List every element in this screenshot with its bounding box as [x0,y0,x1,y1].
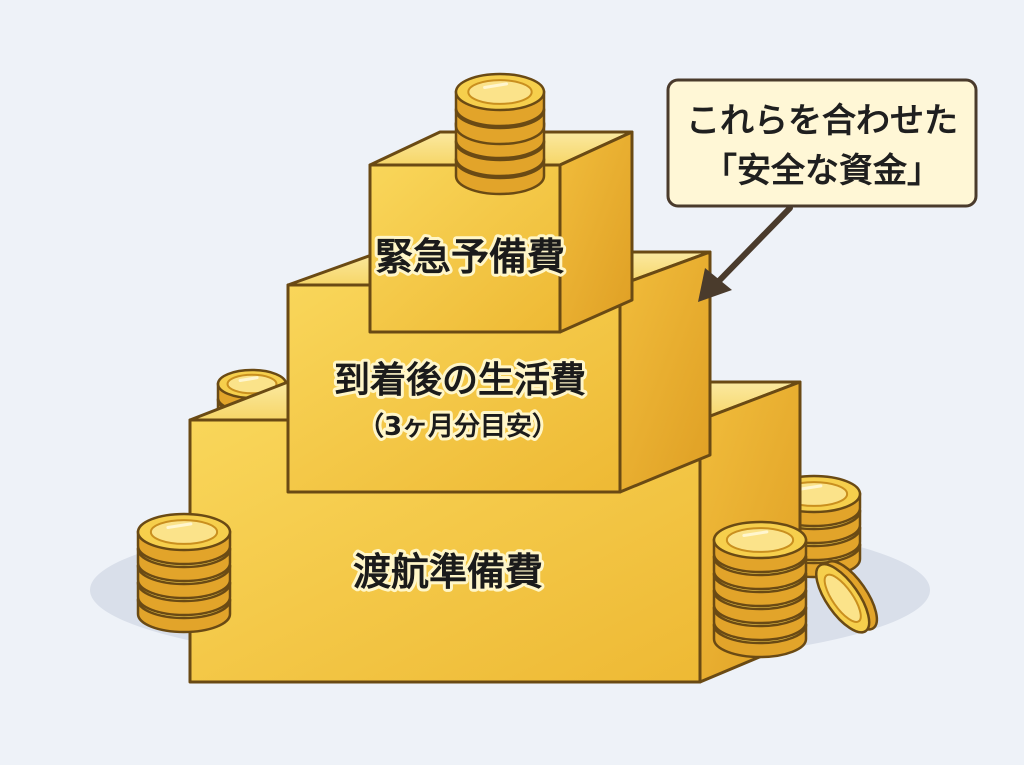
coin-stack [712,520,808,659]
tier-bottom-label: 渡航準備費 [353,550,543,594]
gold-coin-icon [454,72,546,128]
gold-coin-icon [712,520,808,574]
callout-line-2: 「安全な資金」 [703,151,941,191]
tier-middle-side-face [618,250,712,494]
coin-stacks-front [136,72,879,659]
gold-coin-icon [815,560,879,634]
tier-top-block [368,130,634,334]
callout: これらを合わせた 「安全な資金」 [666,78,978,208]
coin-stack [136,512,232,634]
tier-middle-sublabel: （3ヶ月分目安） [358,412,558,442]
coin-stack [454,72,546,146]
tier-top-label: 緊急予備費 [375,235,565,279]
arrow-icon [698,205,793,302]
callout-box [666,78,978,208]
gold-coin-icon [136,512,232,566]
callout-line-1: これらを合わせた [686,101,958,141]
tier-middle-label: 到着後の生活費 [334,360,586,401]
tier-top-side-face [558,130,634,334]
